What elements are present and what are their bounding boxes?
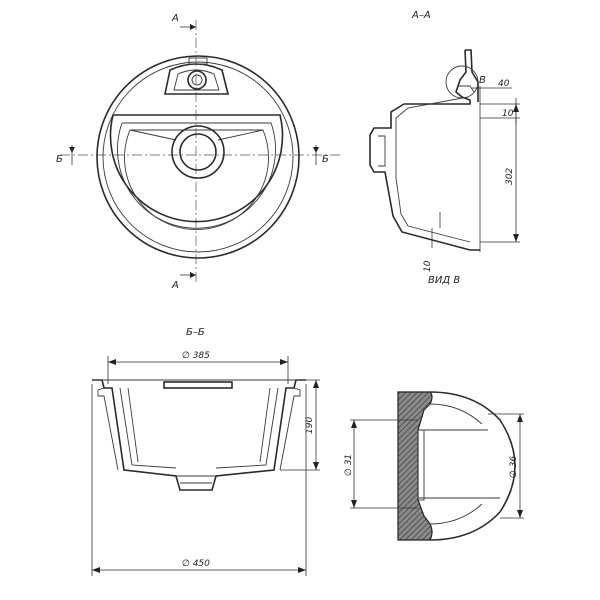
- plan-bowl-inner: [117, 122, 276, 229]
- dim-190-text: 190: [305, 417, 315, 434]
- plan-overflow-inner: [173, 69, 220, 91]
- plan-faucet-hole-inner: [191, 74, 203, 86]
- section-aa-outer-profile: [369, 49, 480, 251]
- dim-31-arrow-bottom: [351, 500, 357, 508]
- section-bb-overflow: [163, 381, 233, 389]
- section-bb-right-wall-outer: [279, 387, 301, 471]
- dim-450-text: ∅ 450: [182, 559, 210, 569]
- dim-36-arrow-top: [517, 414, 523, 422]
- dim-31-text: ∅ 31: [344, 454, 354, 476]
- view-b-inner-arc-top: [429, 403, 483, 425]
- dim-190-arrow-bottom: [313, 462, 319, 470]
- plan-bowl-wall: [124, 129, 269, 230]
- dim-190-arrow-top: [313, 380, 319, 388]
- dim-302-arrow-bottom: [513, 234, 519, 242]
- dim-450-arrow-right: [298, 567, 306, 573]
- view-b-detail: ∅ 31 ∅ 36: [344, 391, 524, 541]
- view-b-title: ВИД В: [428, 275, 460, 286]
- dim-450-arrow-left: [92, 567, 100, 573]
- view-b-chamfer-top: [423, 403, 431, 411]
- section-b-right-label: Б: [322, 154, 329, 165]
- plan-bowl-outline: [109, 114, 284, 223]
- section-aa-rim-inner: [458, 85, 475, 93]
- section-aa-view: А–А В 40 10 302 10 ВИД В: [369, 10, 520, 286]
- plan-faucet-hole: [187, 70, 207, 90]
- plan-drain-inner: [179, 133, 217, 171]
- view-b-hatched-wall: [397, 391, 433, 541]
- plan-overflow-slot: [188, 57, 208, 65]
- section-b-right-arrow: [313, 147, 319, 153]
- dim-10-bottom-text: 10: [423, 260, 433, 272]
- section-bb-left-wall-outer: [97, 387, 119, 471]
- plan-outer-rim: [96, 55, 300, 259]
- section-bb-title: Б–Б: [186, 327, 205, 338]
- view-b-marker-circle: [445, 65, 479, 99]
- dim-36-text: ∅ 36: [509, 456, 519, 478]
- dim-10-top-text: 10: [502, 109, 514, 119]
- section-bb-left-wall-inner: [119, 387, 177, 469]
- plan-drain-outer: [171, 125, 225, 179]
- section-aa-inner-profile: [395, 96, 471, 243]
- view-b-inner-arc-bottom: [429, 503, 483, 525]
- dim-385-text: ∅ 385: [182, 351, 210, 361]
- section-bb-right-line: [259, 387, 271, 463]
- plan-view: А А Б Б: [56, 13, 340, 291]
- view-b-marker-label: В: [479, 75, 486, 86]
- section-aa-title: А–А: [411, 10, 431, 21]
- section-bb-left-line: [127, 387, 139, 463]
- section-a-top-label: А: [171, 13, 179, 24]
- section-aa-rim-profile: [465, 49, 479, 102]
- section-a-top-arrow: [190, 24, 196, 30]
- plan-slope-left: [129, 129, 177, 141]
- section-bb-view: Б–Б ∅ 385 190 ∅ 450: [91, 327, 320, 576]
- section-aa-bracket: [378, 135, 386, 167]
- dim-385-arrow-left: [108, 359, 116, 365]
- view-b-arc-outline: [429, 391, 516, 541]
- dim-31-arrow-top: [351, 420, 357, 428]
- dim-36-arrow-bottom: [517, 510, 523, 518]
- dim-40-text: 40: [498, 79, 510, 89]
- section-a-bottom-arrow: [190, 272, 196, 278]
- section-bb-right-wall-inner: [215, 387, 279, 469]
- section-b-left-arrow: [69, 147, 75, 153]
- dim-302-arrow-top: [513, 104, 519, 112]
- dim-385-arrow-right: [280, 359, 288, 365]
- section-bb-outer-profile: [92, 379, 306, 491]
- section-a-bottom-label: А: [171, 280, 179, 291]
- view-b-slot-edge: [417, 429, 425, 501]
- plan-slope-right: [217, 129, 264, 141]
- plan-inner-rim: [102, 61, 294, 253]
- section-b-left-label: Б: [56, 154, 63, 165]
- dim-302-text: 302: [505, 168, 515, 185]
